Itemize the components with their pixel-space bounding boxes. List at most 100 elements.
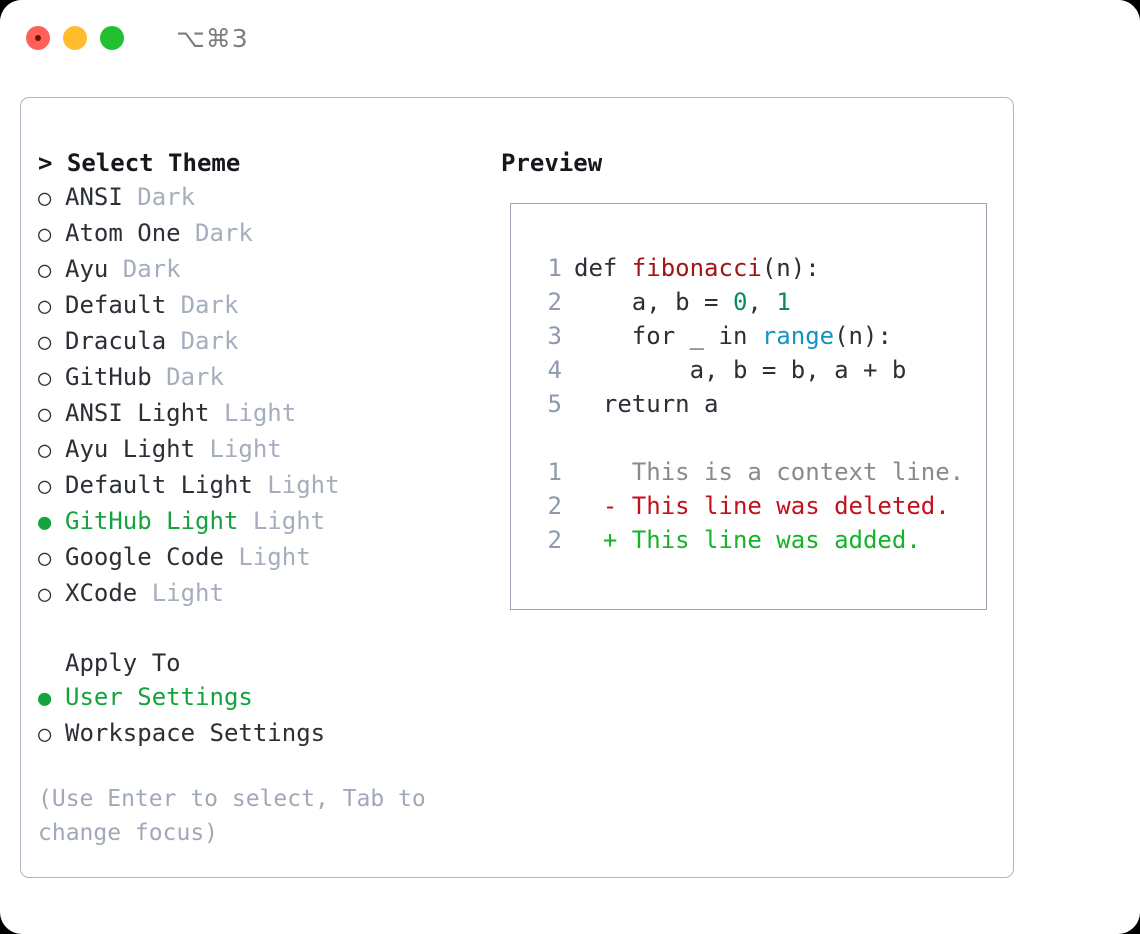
code-line-number: 2	[547, 288, 562, 316]
radio-unselected-icon: ○	[38, 366, 52, 391]
theme-option-label: Ayu Light	[65, 435, 196, 463]
theme-option-label: Google Code	[65, 543, 224, 571]
code-token-plain: for _ in	[574, 322, 762, 350]
theme-option-ayu[interactable]: ○ Ayu Dark	[38, 252, 488, 288]
code-diff-spacer	[532, 421, 978, 455]
theme-option-variant: Dark	[180, 219, 253, 247]
code-token-plain: ,	[747, 288, 777, 316]
diff-line-del: 2 - This line was deleted.	[532, 489, 978, 523]
theme-option-default[interactable]: ○ Default Dark	[38, 288, 488, 324]
theme-option-dracula[interactable]: ○ Dracula Dark	[38, 324, 488, 360]
code-line-number: 1	[547, 254, 562, 282]
radio-selected-icon: ●	[38, 686, 52, 711]
radio-selected-icon: ●	[38, 510, 52, 535]
apply-to-option-label: Workspace Settings	[65, 719, 326, 747]
theme-option-variant: Light	[195, 435, 282, 463]
theme-option-variant: Dark	[166, 327, 239, 355]
apply-to-list: ● User Settings ○ Workspace Settings	[38, 680, 488, 752]
code-token-func: fibonacci	[631, 254, 762, 282]
title-bar: ⌥⌘3	[0, 0, 1140, 76]
radio-unselected-icon: ○	[38, 294, 52, 319]
code-line-text: a, b = b, a + b	[574, 353, 907, 387]
theme-option-variant: Light	[238, 507, 326, 535]
theme-option-variant: Light	[223, 543, 311, 571]
apply-to-heading: Apply To	[65, 649, 181, 677]
apply-to-option-user-settings[interactable]: ● User Settings	[38, 680, 488, 716]
radio-unselected-icon: ○	[38, 258, 52, 283]
theme-option-variant: Light	[252, 471, 340, 499]
radio-unselected-icon: ○	[38, 402, 52, 427]
diff-line-text: This line was added.	[631, 526, 921, 554]
theme-option-label: GitHub	[65, 363, 152, 391]
code-token-plain: return a	[574, 390, 719, 418]
radio-unselected-icon: ○	[38, 722, 52, 747]
code-line-text: for _ in range(n):	[574, 319, 892, 353]
code-line: 1 def fibonacci(n):	[532, 251, 978, 285]
theme-option-ayu-light[interactable]: ○ Ayu Light Light	[38, 432, 488, 468]
close-button[interactable]	[26, 26, 50, 50]
keyboard-shortcut-label: ⌥⌘3	[176, 23, 249, 53]
theme-option-label: Default	[65, 291, 167, 319]
diff-line-number: 2	[547, 526, 562, 554]
diff-marker: -	[574, 492, 632, 520]
diff-line-text: This line was deleted.	[631, 492, 950, 520]
apply-to-option-workspace-settings[interactable]: ○ Workspace Settings	[38, 716, 488, 752]
theme-option-atom-one[interactable]: ○ Atom One Dark	[38, 216, 488, 252]
theme-option-variant: Light	[209, 399, 297, 427]
code-token-plain: (n):	[834, 322, 892, 350]
code-line: 2 a, b = 0, 1	[532, 285, 978, 319]
theme-picker-panel: > Select Theme ○ANSI Dark○Atom One Dark○…	[20, 97, 1014, 878]
code-token-num: 0	[732, 288, 748, 316]
theme-option-ansi-light[interactable]: ○ ANSI Light Light	[38, 396, 488, 432]
theme-option-google-code[interactable]: ○Google Code Light	[38, 540, 488, 576]
theme-option-label: ANSI Light	[65, 399, 210, 427]
preview-title: Preview	[501, 149, 603, 177]
theme-option-variant: Light	[137, 579, 224, 607]
radio-unselected-icon: ○	[38, 474, 52, 499]
radio-unselected-icon: ○	[38, 222, 52, 247]
code-token-plain: a, b =	[574, 288, 733, 316]
theme-option-xcode[interactable]: ○XCode Light	[38, 576, 488, 612]
theme-option-github-light[interactable]: ● GitHub Light Light	[38, 504, 488, 540]
diff-marker	[574, 455, 632, 489]
theme-option-label: Dracula	[65, 327, 167, 355]
theme-option-label: Atom One	[65, 219, 181, 247]
theme-option-variant: Dark	[151, 363, 224, 391]
minimize-button[interactable]	[63, 26, 87, 50]
theme-list: ○ ANSI Dark ○ Atom One Dark ○ Ayu Dark ○ Defaul…	[38, 180, 488, 612]
window-controls	[26, 26, 124, 50]
diff-line-ctx: 1 This is a context line.	[532, 455, 978, 489]
section-spacer	[38, 612, 488, 646]
diff-line-add: 2 + This line was added.	[532, 523, 978, 557]
theme-option-label: Default Light	[65, 471, 253, 499]
radio-unselected-icon: ○	[38, 582, 52, 607]
theme-option-variant: Dark	[166, 291, 239, 319]
code-line: 4 a, b = b, a + b	[532, 353, 978, 387]
select-theme-header: > Select Theme	[38, 149, 241, 177]
theme-option-label: Ayu	[65, 255, 109, 283]
theme-option-default-light[interactable]: ○ Default Light Light	[38, 468, 488, 504]
radio-unselected-icon: ○	[38, 438, 52, 463]
apply-to-option-label: User Settings	[65, 683, 253, 711]
diff-line-text: This is a context line.	[631, 458, 965, 486]
code-token-plain: a, b = b, a + b	[574, 356, 907, 384]
diff-line-number: 1	[547, 458, 562, 486]
theme-option-label: GitHub Light	[65, 507, 239, 535]
diff-marker: +	[574, 526, 632, 554]
theme-option-variant: Dark	[122, 183, 196, 211]
diff-sample: 1 This is a context line.2 - This line w…	[532, 455, 978, 557]
theme-option-variant: Dark	[108, 255, 181, 283]
theme-option-label: ANSI	[65, 183, 123, 211]
theme-option-github[interactable]: ○ GitHub Dark	[38, 360, 488, 396]
radio-unselected-icon: ○	[38, 330, 52, 355]
diff-line-number: 2	[547, 492, 562, 520]
preview-column: Preview	[501, 146, 1001, 180]
code-line-text: def fibonacci(n):	[574, 251, 820, 285]
theme-option-ansi[interactable]: ○ ANSI Dark	[38, 180, 488, 216]
maximize-button[interactable]	[100, 26, 124, 50]
radio-unselected-icon: ○	[38, 186, 52, 211]
